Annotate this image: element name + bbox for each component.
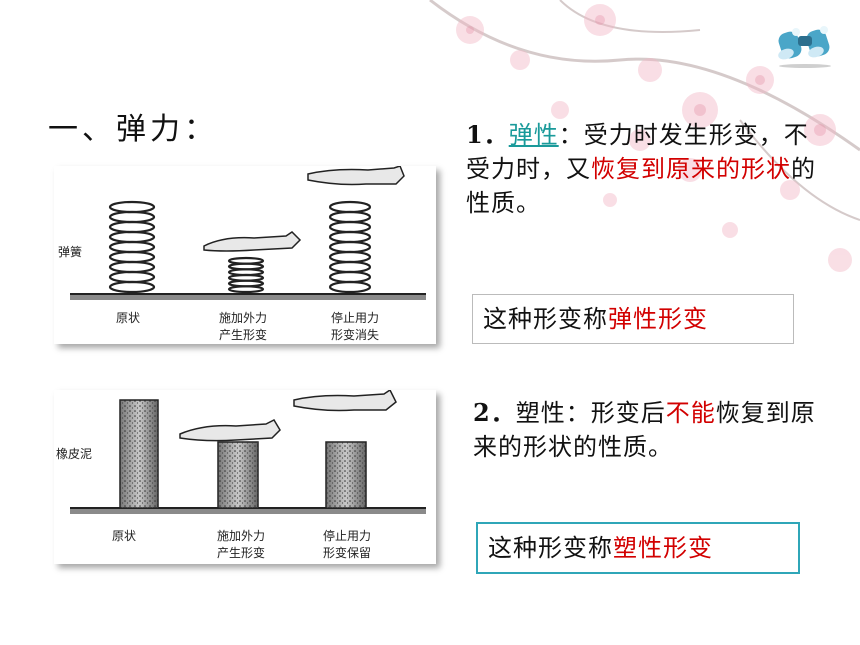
elastic-deformation-term: 弹性形变 (608, 305, 708, 333)
spring-restored (328, 200, 372, 294)
caption-stop-force: 停止用力形变消失 (330, 311, 379, 342)
plasticity-definition: 2．塑性：形变后不能恢复到原来的形状的性质。 (473, 398, 816, 461)
caption-stop-force-2: 停止用力形变保留 (322, 529, 371, 560)
plasticine-figure: 橡皮泥 原状 施加外力产生形变 停止用力形变保留 (54, 390, 436, 564)
plasticine-side-label: 橡皮泥 (56, 447, 93, 461)
caption-original-2: 原状 (111, 529, 136, 543)
spring-compressed (227, 256, 265, 294)
emphasis-restore-shape: 恢复到原来的形状 (591, 155, 791, 183)
caption-apply-force-2: 施加外力产生形变 (216, 529, 265, 560)
spring-figure: 弹簧 原状 施加外力产生形变 停止用力形变消失 (54, 166, 436, 344)
elasticity-definition: 1．弹性：受力时发生形变，不受力时，又恢复到原来的形状的性质。 (466, 120, 816, 217)
caption-apply-force: 施加外力产生形变 (218, 311, 267, 342)
hand-lifted-plasticine (293, 390, 397, 412)
plasticine-pressed (217, 441, 259, 509)
plasticine-remains (325, 441, 367, 509)
point-number-2: 2． (473, 398, 516, 427)
hand-lifted-spring (307, 166, 405, 186)
term-plasticity: 塑性 (515, 399, 566, 427)
plastic-deformation-box: 这种形变称塑性形变 (476, 522, 800, 574)
emphasis-cannot: 不能 (665, 399, 716, 427)
plasticine-original (119, 399, 159, 509)
caption-original: 原状 (115, 311, 140, 325)
binoculars-icon (778, 26, 831, 68)
section-heading: 一、弹力： (48, 112, 218, 147)
spring-illustration (70, 166, 426, 300)
hand-pressing-spring (203, 231, 302, 252)
spring-original (108, 200, 156, 294)
spring-side-label: 弹簧 (58, 245, 83, 259)
plasticine-illustration (70, 390, 426, 514)
elastic-deformation-box: 这种形变称弹性形变 (472, 294, 794, 344)
term-elasticity[interactable]: 弹性 (508, 121, 559, 149)
hand-pressing-plasticine (179, 419, 281, 442)
plastic-deformation-term: 塑性形变 (613, 534, 713, 562)
point-number: 1． (466, 120, 509, 149)
